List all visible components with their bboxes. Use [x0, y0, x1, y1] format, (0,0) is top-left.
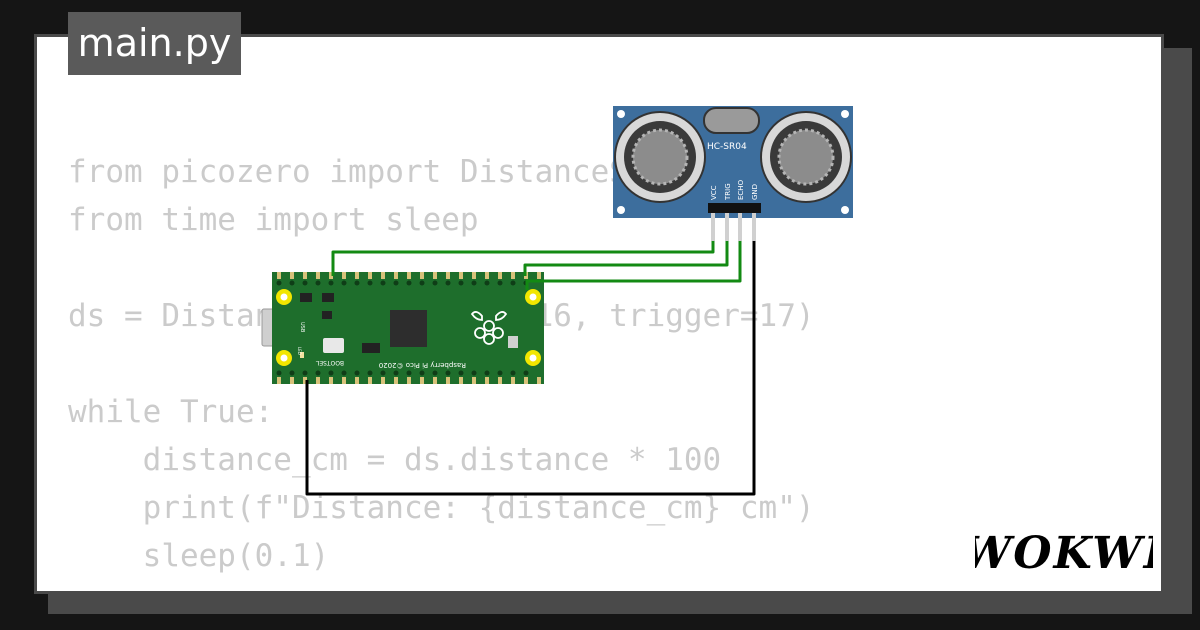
pico-small-chip [322, 293, 334, 302]
bootsel-label: BOOTSEL [315, 359, 344, 366]
code-line-7: distance_cm = ds.distance * 100 [68, 442, 722, 478]
transducer-right [760, 111, 852, 203]
sensor-hole-bl [617, 206, 625, 214]
sensor-pin-header [708, 203, 761, 213]
usb-label: USB [299, 322, 305, 333]
pin-label-echo: ECHO [737, 179, 745, 200]
code-line-2: from time import sleep [68, 202, 479, 238]
pico-debug-header [508, 336, 518, 348]
pico-mounting-holes [276, 289, 541, 366]
pin-label-gnd: GND [751, 184, 759, 200]
pin-label-trig: TRIG [724, 183, 732, 201]
sensor-hole-tl [617, 110, 625, 118]
sensor-pins [711, 213, 756, 241]
rp2040-chip [390, 310, 427, 347]
raspberry-pi-pico-board[interactable]: Raspberry Pi Pico ©2020 BOOTSEL USB LED [261, 272, 544, 384]
raspberry-logo-icon [470, 311, 508, 345]
wire-gnd[interactable] [305, 218, 756, 496]
wire-vcc[interactable] [331, 218, 715, 276]
file-tab-main-py[interactable]: main.py [68, 12, 241, 75]
code-line-8: print(f"Distance: {distance_cm} cm") [68, 490, 815, 526]
pico-brand-label: Raspberry Pi Pico ©2020 [379, 361, 466, 369]
wire-echo[interactable] [525, 218, 742, 290]
transducer-left [614, 111, 706, 203]
pico-bottom-pins [277, 377, 541, 384]
hc-sr04-sensor[interactable]: HC-SR04 VCC TRIG ECHO GND [613, 106, 853, 241]
pico-led [300, 352, 304, 358]
code-line-9: sleep(0.1) [68, 538, 330, 574]
wires [305, 218, 756, 496]
wire-trig[interactable] [523, 218, 729, 276]
sensor-model-label: HC-SR04 [707, 142, 747, 152]
pico-small-chip-2 [322, 311, 332, 319]
sensor-hole-tr [841, 110, 849, 118]
sensor-hole-br [841, 206, 849, 214]
bootsel-button[interactable] [323, 338, 344, 353]
crystal-oscillator [703, 107, 760, 134]
pico-top-pins [277, 272, 541, 279]
pin-label-vcc: VCC [710, 185, 718, 200]
wokwi-logo-text: WOKWI [975, 528, 1153, 579]
pico-regulator-chip [300, 293, 312, 302]
led-label: LED [297, 347, 302, 355]
code-line-6: while True: [68, 394, 274, 430]
pico-pad-holes [276, 280, 529, 376]
pico-flash-chip [362, 343, 380, 353]
preview-card [34, 34, 1164, 594]
wokwi-logo: WOKWI [975, 528, 1153, 579]
